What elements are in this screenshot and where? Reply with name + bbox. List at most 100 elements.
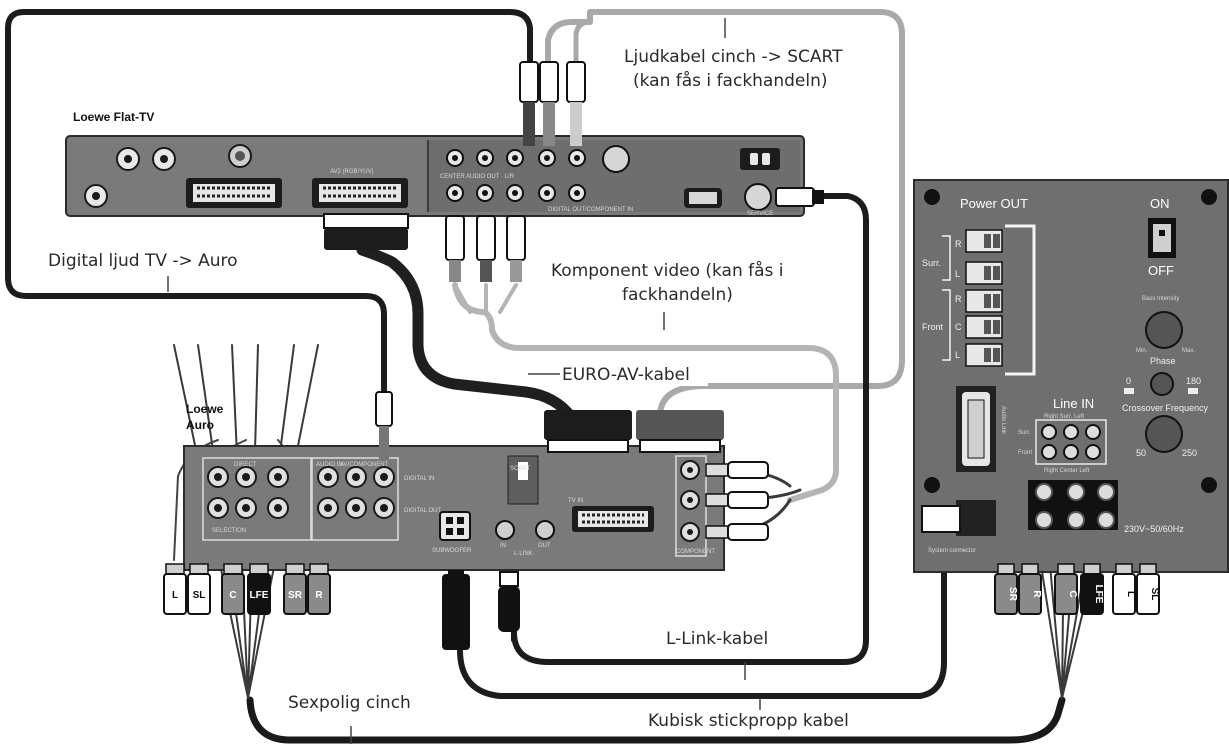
subwoofer-device: Power OUT R L R C L Surr. Front ON OFF B	[913, 179, 1229, 573]
tv-center-audio-label: CENTER AUDIO OUT · L/R	[440, 174, 515, 180]
digital-audio-cable	[5, 9, 533, 395]
callout-sexpolig: Sexpolig cinch	[288, 693, 411, 713]
sexpolig-cable	[246, 696, 1066, 744]
auro-digital-in-label: DIGITAL IN	[404, 476, 434, 482]
auro-middle-jacks	[317, 466, 395, 519]
plug-auro-5: R	[315, 590, 323, 601]
callout-euro-av: EURO-AV-kabel	[562, 365, 690, 385]
auro-out-label: OUT	[538, 543, 551, 549]
plug-sub-3: LFE	[1093, 585, 1104, 604]
callout-digital-audio: Digital ljud TV -> Auro	[48, 251, 238, 271]
auro-scart-plugs	[544, 410, 724, 453]
tv-av2-label: AV2 (RGB/YUV)	[330, 169, 374, 175]
sub-off: OFF	[1148, 263, 1174, 278]
callout-component-video-1: Komponent video (kan fås i	[551, 260, 784, 281]
auro-tv-in-scart[interactable]	[572, 506, 654, 532]
tv-service-port[interactable]	[744, 183, 772, 211]
sub-system-connector-label: System connector	[928, 548, 976, 554]
auro-direct-label: DIRECT	[234, 462, 257, 468]
audio-cinch-scart-cable-branch	[573, 19, 593, 65]
tv-euro-av-plug	[323, 213, 409, 250]
euro-av-cable	[356, 244, 578, 424]
sub-bass-knob[interactable]	[1145, 311, 1183, 349]
sub-phase: Phase	[1150, 356, 1176, 366]
sub-speaker-terminals	[965, 229, 1003, 367]
tv-vga-port[interactable]	[684, 188, 722, 208]
plug-sub-4: L	[1125, 591, 1136, 597]
callout-labels: Ljudkabel cinch -> SCART (kan fås i fack…	[40, 18, 864, 744]
auro-component-label: COMPONENT	[676, 549, 715, 555]
sub-line-front: Front	[1018, 450, 1032, 456]
plug-sub-1: R	[1031, 590, 1042, 598]
sub-phase-knob[interactable]	[1150, 372, 1174, 396]
auro-llink-out[interactable]	[535, 520, 555, 540]
callout-kubisk: Kubisk stickpropp kabel	[648, 711, 849, 731]
callout-component-video-2: fackhandeln)	[622, 285, 733, 305]
tv-power-socket	[740, 148, 780, 170]
tv-name: Loewe Flat-TV	[73, 110, 154, 124]
sub-phase-180: 180	[1186, 376, 1201, 386]
auro-selection-label: SELECTION	[212, 528, 246, 534]
auro-in-label: IN	[500, 543, 506, 549]
auro-right-plugs	[705, 461, 769, 541]
sub-phase-0: 0	[1126, 376, 1131, 386]
tv-rca-jacks	[446, 145, 630, 202]
callout-audio-cinch-scart-1: Ljudkabel cinch -> SCART	[624, 47, 843, 67]
sub-crossover-knob[interactable]	[1145, 415, 1183, 453]
sub-crossover: Crossover Frequency	[1122, 403, 1209, 413]
plug-auro-4: SR	[288, 590, 303, 601]
auro-subwoofer-port[interactable]	[439, 511, 471, 541]
sub-l1: L	[955, 269, 960, 279]
sub-line-surr: Surr.	[1018, 430, 1031, 436]
tv-service-plug	[775, 187, 815, 207]
sub-power-out: Power OUT	[960, 196, 1028, 211]
sub-front: Front	[922, 322, 944, 332]
sub-freq-max: 250	[1182, 448, 1197, 458]
tv-scart-av2[interactable]: AV2 (RGB/YUV)	[312, 169, 408, 208]
auro-left-jacks	[207, 466, 289, 519]
sub-line-in-jacks	[1041, 424, 1101, 460]
tv-digital-component-label: DIGITAL OUT/COMPONENT IN	[548, 207, 633, 213]
tv-audio-plugs	[519, 61, 586, 146]
auro-name-line2: Auro	[186, 418, 214, 432]
tv-scart-1[interactable]	[186, 178, 282, 208]
plug-auro-0: L	[172, 590, 178, 601]
auro-component-jacks	[680, 460, 700, 542]
sub-six-plugs: SR R C LFE L SL	[994, 563, 1160, 615]
auro-name-line1: Loewe	[186, 402, 224, 416]
sub-r1: R	[955, 239, 962, 249]
callout-llink: L-Link-kabel	[666, 629, 768, 649]
plug-sub-0: SR	[1007, 587, 1018, 602]
sub-on: ON	[1150, 196, 1170, 211]
auro-scart-label: SCART	[510, 466, 531, 472]
llink-cable	[511, 193, 869, 665]
auro-llink-in[interactable]	[495, 520, 515, 540]
sub-system-connector[interactable]	[956, 500, 996, 536]
auro-digital-plug	[375, 391, 393, 460]
audio-cinch-scart-cable	[545, 9, 905, 419]
auro-cube-plug	[442, 570, 470, 650]
sub-voltage: 230V~50/60Hz	[1124, 524, 1184, 534]
sub-r2: R	[955, 294, 962, 304]
plug-auro-1: SL	[193, 590, 206, 601]
auro-llink-label: L-LINK	[514, 551, 533, 557]
sub-min: Min.	[1136, 348, 1148, 354]
component-video-cable	[452, 282, 839, 503]
tv-component-plugs	[445, 215, 526, 282]
auro-av-component-label: AV/COMPONENT	[340, 462, 389, 468]
sub-max: Max.	[1182, 348, 1195, 354]
sub-c: C	[955, 322, 962, 332]
component-video-fan	[453, 283, 518, 314]
sub-l2: L	[955, 350, 960, 360]
plug-sub-2: C	[1067, 590, 1078, 597]
tv-device: AV2 (RGB/YUV) CENTER AUDIO OUT · L/R DIG…	[65, 61, 824, 282]
tv-service-label: SERVICE	[747, 211, 773, 217]
sub-input-jacks	[1035, 483, 1115, 529]
sub-bass-intensity: Bass Intensity	[1142, 296, 1179, 302]
auro-digital-out-label: DIGITAL OUT	[404, 508, 441, 514]
plug-auro-2: C	[229, 590, 236, 601]
sub-freq-min: 50	[1136, 448, 1146, 458]
sub-line-in-bottom: Right Center Left	[1044, 468, 1090, 474]
plug-auro-3: LFE	[250, 590, 269, 601]
